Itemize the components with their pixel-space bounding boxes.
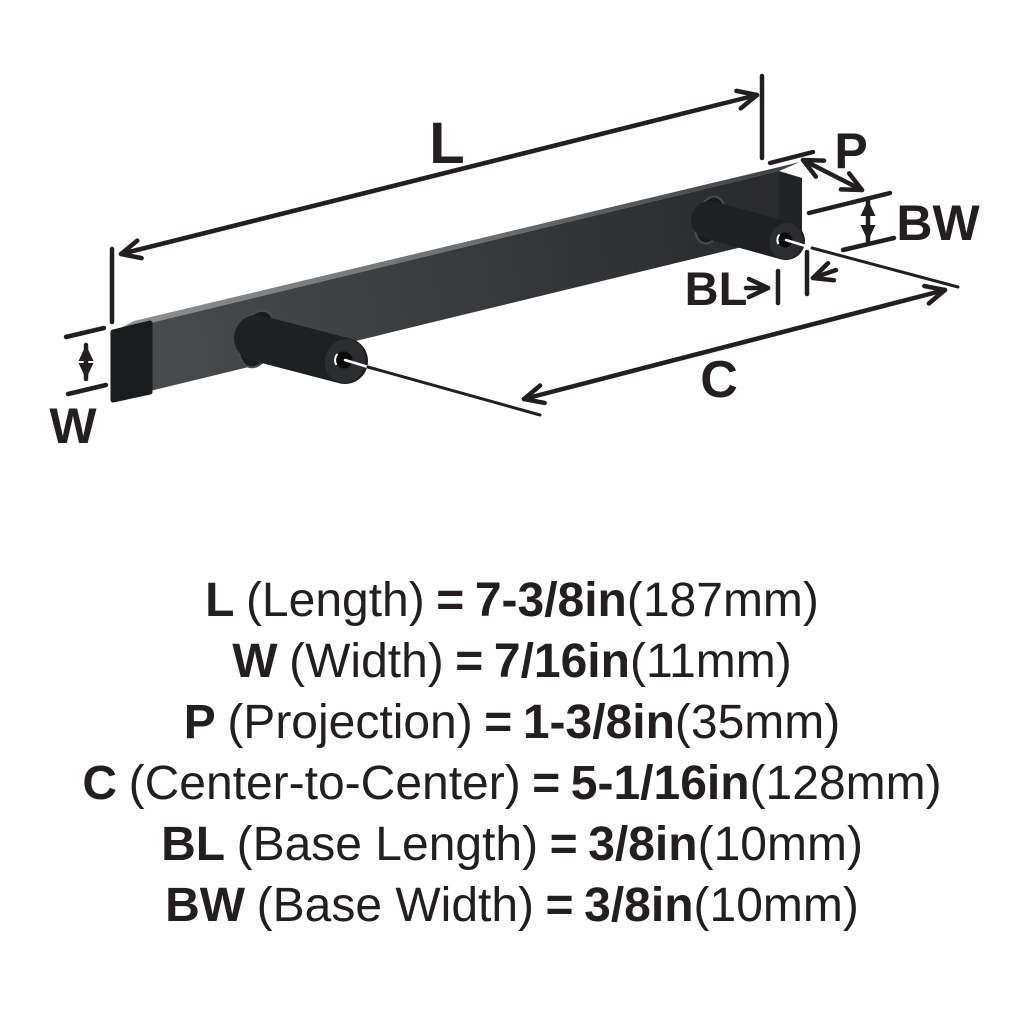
label-base-length: BL	[685, 262, 748, 315]
spec-abbr: W	[232, 635, 278, 688]
spec-metric: (187mm)	[626, 574, 819, 627]
p-bw-ext-line	[806, 190, 893, 216]
spec-line-projection: P(Projection)=1-3/8in(35mm)	[0, 692, 1024, 753]
w-ext-tick-bottom	[65, 382, 109, 397]
spec-line-width: W(Width)=7/16in(11mm)	[0, 631, 1024, 692]
bar-front-face	[113, 171, 779, 400]
bw-ext-line-bottom	[840, 235, 897, 253]
spec-equals: =	[549, 818, 578, 871]
rear-screw-axis	[810, 246, 960, 289]
spec-abbr: P	[183, 696, 216, 749]
bar-left-end-cap	[110, 320, 153, 403]
spec-value: 7-3/8in	[474, 574, 627, 627]
rear-screw-axis-on-post	[784, 238, 814, 250]
p-ext-line-top	[767, 149, 816, 166]
front-screw-axis	[366, 365, 542, 417]
spec-value: 5-1/16in	[570, 757, 750, 810]
spec-metric: (10mm)	[693, 879, 859, 932]
label-center-to-center: C	[700, 351, 738, 409]
spec-line-base-width: BW(Base Width)=3/8in(10mm)	[0, 875, 1024, 936]
spec-name: (Base Length)	[236, 818, 539, 871]
p-dimension-arrow	[800, 157, 865, 193]
screw-axis-lines	[343, 238, 960, 417]
label-length: L	[429, 111, 464, 176]
spec-equals: =	[545, 879, 574, 932]
spec-line-center-to-center: C(Center-to-Center)=5-1/16in(128mm)	[0, 753, 1024, 814]
spec-equals: =	[484, 696, 513, 749]
spec-value: 7/16in	[493, 635, 630, 688]
spec-name: (Length)	[245, 574, 425, 627]
spec-name: (Width)	[289, 635, 444, 688]
front-screw-axis-on-post	[343, 358, 370, 369]
spec-equals: =	[455, 635, 484, 688]
spec-abbr: BW	[165, 879, 246, 932]
label-base-width: BW	[896, 195, 980, 251]
spec-metric: (11mm)	[629, 635, 792, 688]
spec-name: (Base Width)	[256, 879, 535, 932]
front-post	[234, 309, 368, 384]
spec-abbr: C	[82, 757, 118, 810]
dimension-spec-list: L(Length)=7-3/8in(187mm) W(Width)=7/16in…	[0, 570, 1024, 936]
spec-value: 1-3/8in	[522, 696, 675, 749]
spec-line-length: L(Length)=7-3/8in(187mm)	[0, 570, 1024, 631]
spec-abbr: L	[205, 574, 235, 627]
c-dimension-line	[521, 283, 948, 406]
rear-post-hole-highlight	[776, 233, 781, 245]
l-dimension-line	[118, 88, 760, 261]
label-width: W	[49, 398, 97, 454]
spec-metric: (35mm)	[674, 696, 841, 749]
spec-value: 3/8in	[588, 818, 698, 871]
spec-name: (Projection)	[227, 696, 473, 749]
w-ext-tick-top	[63, 325, 107, 340]
spec-metric: (128mm)	[749, 757, 942, 810]
spec-abbr: BL	[161, 818, 226, 871]
spec-name: (Center-to-Center)	[128, 757, 521, 810]
spec-value: 3/8in	[584, 879, 694, 932]
label-projection: P	[834, 123, 867, 179]
spec-line-base-length: BL(Base Length)=3/8in(10mm)	[0, 814, 1024, 875]
spec-metric: (10mm)	[697, 818, 863, 871]
dimension-lines	[63, 73, 948, 406]
bl-arrow-right	[810, 261, 839, 283]
spec-equals: =	[532, 757, 561, 810]
handle-line-drawing: L W P BW BL C	[49, 73, 980, 454]
spec-equals: =	[436, 574, 465, 627]
front-post-hole-highlight	[334, 353, 339, 366]
